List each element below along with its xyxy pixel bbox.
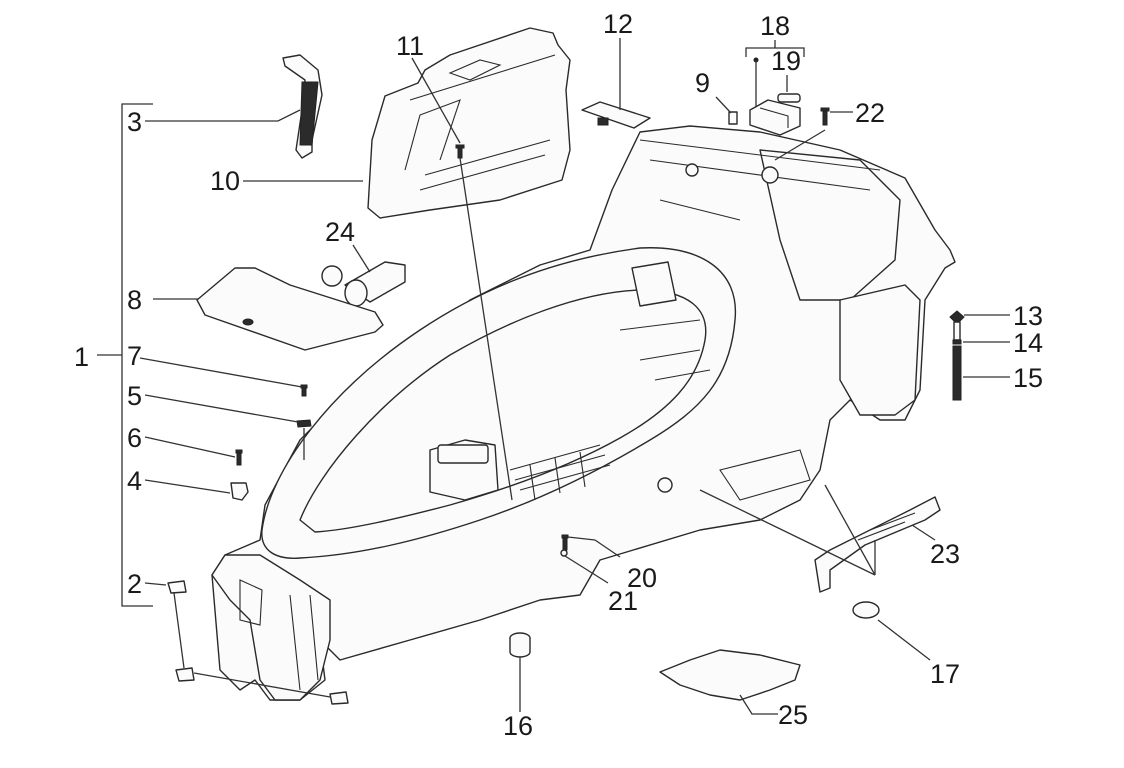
callout-22: 22 bbox=[855, 98, 885, 128]
screw-washer-20-21-part bbox=[560, 534, 569, 557]
screw-22-part bbox=[820, 107, 830, 126]
callout-13: 13 bbox=[1013, 301, 1043, 331]
callout-25: 25 bbox=[778, 700, 808, 730]
callout-17: 17 bbox=[930, 659, 960, 689]
callout-2: 2 bbox=[127, 569, 142, 599]
callout-6: 6 bbox=[127, 423, 142, 453]
insulation-pad-part bbox=[659, 649, 801, 701]
callout-1: 1 bbox=[74, 342, 89, 372]
main-body-part bbox=[211, 125, 956, 701]
assembly-bracket bbox=[97, 103, 153, 607]
strap-part bbox=[282, 54, 323, 159]
callout-11: 11 bbox=[396, 31, 424, 61]
callout-18: 18 bbox=[760, 11, 790, 41]
small-hardware-left bbox=[230, 384, 312, 501]
knob-spring-part bbox=[949, 310, 965, 401]
leader-lines bbox=[139, 38, 1010, 715]
rubber-buffer-part bbox=[509, 632, 531, 658]
callout-20: 20 bbox=[627, 563, 657, 593]
callout-15: 15 bbox=[1013, 363, 1043, 393]
power-socket-part bbox=[321, 261, 406, 307]
side-trim-part bbox=[814, 496, 941, 593]
callout-24: 24 bbox=[325, 217, 355, 247]
callout-14: 14 bbox=[1013, 328, 1043, 358]
callout-3: 3 bbox=[127, 107, 142, 137]
light-housing-part bbox=[749, 57, 801, 136]
callout-12: 12 bbox=[603, 9, 633, 39]
callout-8: 8 bbox=[127, 285, 142, 315]
callout-10: 10 bbox=[210, 166, 240, 196]
callout-23: 23 bbox=[930, 539, 960, 569]
compartment-lid-part bbox=[196, 267, 384, 351]
callout-7: 7 bbox=[127, 341, 142, 371]
clip-nuts-part bbox=[167, 580, 349, 705]
callout-16: 16 bbox=[503, 711, 533, 741]
callout-labels: 1 2 3 4 5 6 7 8 9 10 11 12 13 14 15 16 1… bbox=[74, 9, 1043, 741]
callout-21: 21 bbox=[608, 586, 638, 616]
clip-part bbox=[728, 111, 738, 125]
cap-part bbox=[852, 601, 880, 619]
callout-19: 19 bbox=[771, 46, 801, 76]
callout-4: 4 bbox=[127, 466, 142, 496]
access-cover-part bbox=[581, 101, 651, 129]
callout-5: 5 bbox=[127, 381, 142, 411]
callout-9: 9 bbox=[695, 68, 710, 98]
